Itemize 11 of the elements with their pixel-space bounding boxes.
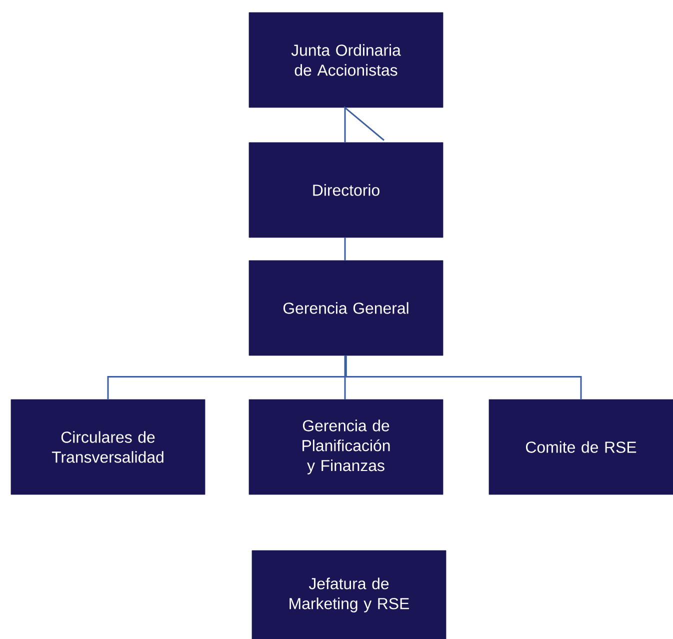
org-box: Gerencia General [248,260,444,356]
connector-line [344,106,384,142]
org-box: Circulares de Transversalidad [10,399,206,495]
org-box: Directorio [248,142,444,238]
connector-line [344,356,346,400]
org-box: Jefatura de Marketing y RSE [252,550,446,639]
connector-line [345,356,582,400]
org-box: Gerencia de Planificación y Finanzas [248,399,444,495]
connector-line [344,238,346,260]
org-box: Junta Ordinaria de Accionistas [248,12,444,108]
org-box: Comite de RSE [488,399,673,495]
